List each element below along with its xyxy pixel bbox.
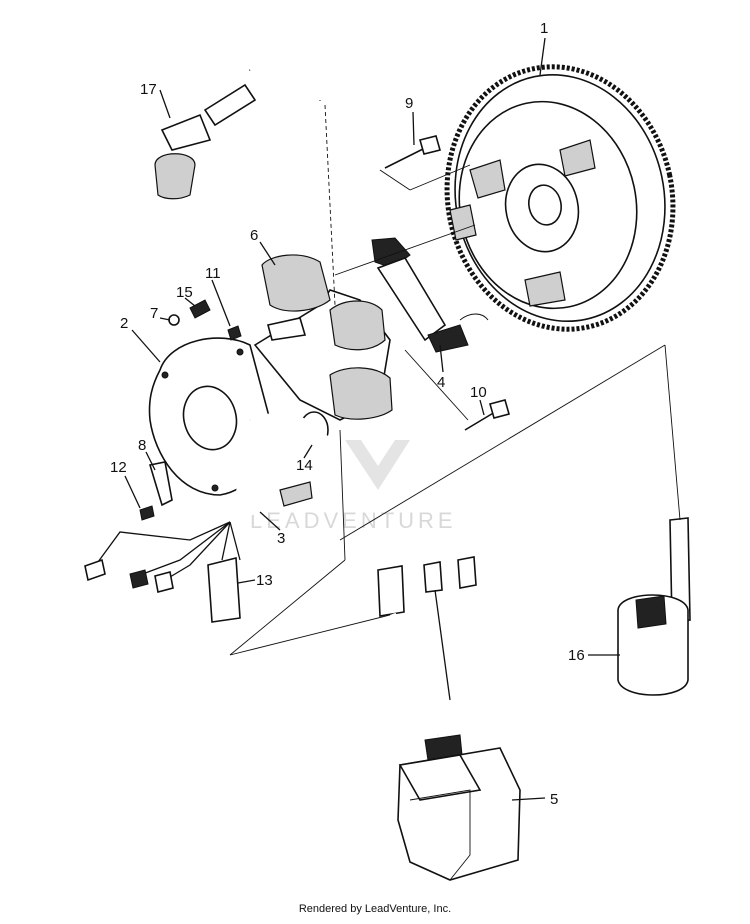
callout-10: 10 (470, 384, 487, 401)
callout-17: 17 (140, 81, 157, 98)
bolt-9 (384, 135, 441, 169)
callout-14: 14 (296, 457, 313, 474)
watermark: LEADVENTURE (250, 440, 457, 533)
callout-6: 6 (250, 227, 258, 244)
footer-credit: Rendered by LeadVenture, Inc. (298, 903, 452, 915)
callout-12: 12 (110, 459, 127, 476)
ignition-coil (617, 517, 691, 696)
callout-9: 9 (405, 95, 413, 112)
spark-plug-cap (154, 38, 325, 200)
callout-4: 4 (437, 374, 445, 391)
watermark-text: LEADVENTURE (250, 508, 457, 533)
callout-13: 13 (256, 572, 273, 589)
callout-1: 1 (540, 20, 548, 37)
callout-2: 2 (120, 315, 128, 332)
callout-7: 7 (150, 305, 158, 322)
assembly-guide-lines (229, 104, 681, 656)
callout-5: 5 (550, 791, 558, 808)
callout-8: 8 (138, 437, 146, 454)
callout-leaders (124, 37, 620, 801)
exciter-coil (371, 237, 489, 353)
bolt-10 (464, 399, 510, 431)
clamp-8 (148, 461, 173, 507)
callout-11: 11 (205, 265, 221, 282)
callout-15: 15 (176, 284, 193, 301)
callout-16: 16 (568, 647, 585, 664)
wire-harness (84, 411, 339, 623)
stator-coil-assembly (253, 254, 393, 421)
callout-labels: 1 2 3 4 5 6 7 8 9 10 11 12 13 14 15 16 1… (110, 20, 585, 808)
callout-3: 3 (277, 530, 285, 547)
flywheel (444, 64, 676, 332)
hardware-small (139, 299, 242, 521)
cdi-unit (377, 556, 521, 881)
stator-base-plate (148, 337, 272, 496)
